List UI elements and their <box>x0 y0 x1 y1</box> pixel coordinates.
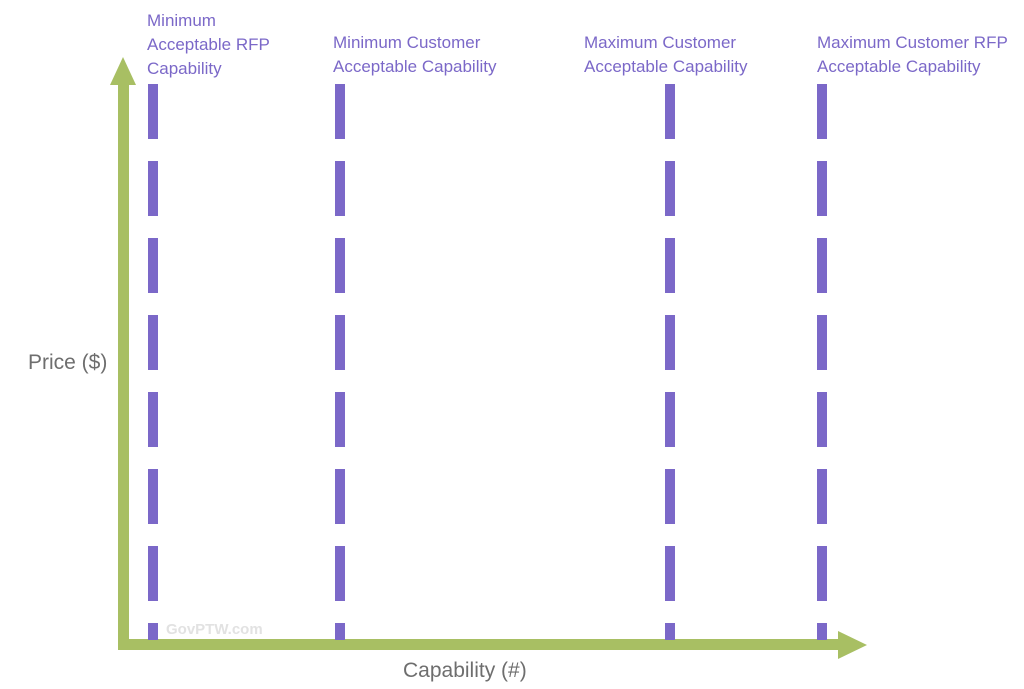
y-axis-title: Price ($) <box>28 351 108 374</box>
x-axis-title: Capability (#) <box>403 659 527 682</box>
capability-marker-label-minimum-customer-acceptable: Minimum Customer Acceptable Capability <box>333 31 533 79</box>
label-line-1: Minimum <box>147 11 216 30</box>
label-line-2: Acceptable Capability <box>333 57 497 76</box>
label-line-3: Capability <box>147 59 222 78</box>
capability-marker-label-maximum-customer-acceptable: Maximum Customer Acceptable Capability <box>584 31 794 79</box>
x-axis-arrow-icon <box>838 631 867 659</box>
capability-marker-line-minimum-customer-acceptable <box>335 62 345 640</box>
capability-marker-label-maximum-customer-rfp-acceptable: Maximum Customer RFP Acceptable Capabili… <box>817 31 1024 79</box>
y-axis-arrow-icon <box>110 57 136 85</box>
label-line-1: Maximum Customer <box>584 33 737 52</box>
label-line-2: Acceptable Capability <box>584 57 748 76</box>
label-line-1: Minimum Customer <box>333 33 481 52</box>
capability-marker-label-minimum-acceptable-rfp: Minimum Acceptable RFP Capability <box>147 9 297 81</box>
capability-marker-line-minimum-acceptable-rfp <box>148 62 158 640</box>
watermark: GovPTW.com <box>166 621 263 638</box>
y-axis-line <box>118 82 129 650</box>
label-line-2: Acceptable Capability <box>817 57 981 76</box>
x-axis-line <box>118 639 840 650</box>
label-line-1: Maximum Customer RFP <box>817 33 1008 52</box>
capability-marker-line-maximum-customer-acceptable <box>665 62 675 640</box>
capability-marker-line-maximum-customer-rfp-acceptable <box>817 62 827 640</box>
label-line-2: Acceptable RFP <box>147 35 270 54</box>
